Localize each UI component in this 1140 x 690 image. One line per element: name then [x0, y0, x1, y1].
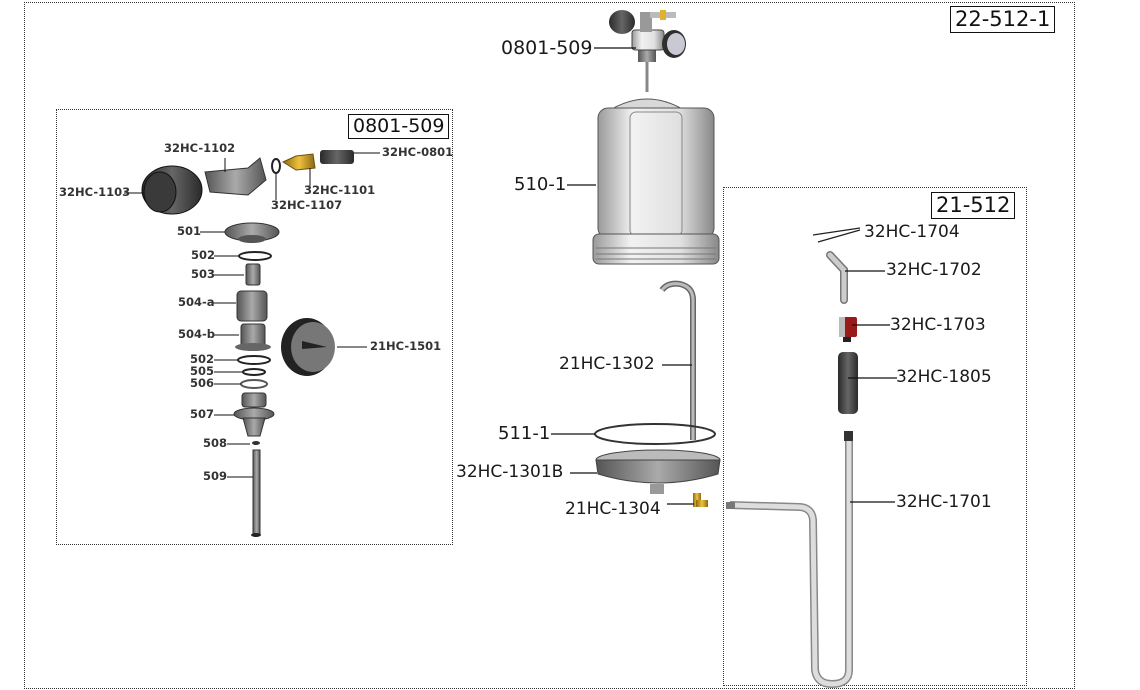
part-label-510-1: 510-1	[514, 174, 567, 195]
part-label-32HC-1107: 32HC-1107	[271, 198, 343, 212]
outer-frame	[24, 2, 1075, 689]
part-label-32HC-1102: 32HC-1102	[164, 141, 236, 155]
part-label-504-b: 504-b	[178, 327, 216, 341]
part-label-0801-509: 0801-509	[501, 37, 593, 59]
part-label-32HC-1805: 32HC-1805	[896, 367, 992, 387]
part-label-21HC-1304: 21HC-1304	[565, 499, 661, 519]
part-label-32HC-1103: 32HC-1103	[59, 185, 131, 199]
part-label-501: 501	[177, 224, 202, 238]
part-label-32HC-1702: 32HC-1702	[886, 260, 982, 280]
subassembly-0801-509-frame	[56, 109, 453, 545]
part-label-503: 503	[191, 267, 216, 281]
subassembly-id-21-512: 21-512	[931, 192, 1016, 219]
part-label-32HC-1703: 32HC-1703	[890, 315, 986, 335]
part-label-509: 509	[203, 469, 228, 483]
assembly-id-box: 22-512-1	[950, 6, 1056, 33]
part-label-508: 508	[203, 436, 228, 450]
part-label-21HC-1302: 21HC-1302	[559, 354, 655, 374]
part-label-21HC-1501: 21HC-1501	[370, 339, 442, 353]
part-label-32HC-0801: 32HC-0801	[382, 145, 454, 159]
part-label-507: 507	[190, 407, 215, 421]
subassembly-21-512-frame	[723, 187, 1027, 686]
part-label-32HC-1701: 32HC-1701	[896, 492, 992, 512]
subassembly-id-0801-509: 0801-509	[348, 114, 450, 139]
part-label-505: 505	[190, 364, 215, 378]
part-label-511-1: 511-1	[498, 423, 551, 444]
regulator-part	[609, 10, 686, 92]
part-label-504-a: 504-a	[178, 295, 215, 309]
part-label-32HC-1704: 32HC-1704	[864, 222, 960, 242]
part-label-32HC-1101: 32HC-1101	[304, 183, 376, 197]
tank-part	[592, 98, 720, 265]
part-label-502-lower: 502	[190, 352, 215, 366]
part-label-506: 506	[190, 376, 215, 390]
part-label-32HC-1301B: 32HC-1301B	[456, 462, 564, 482]
part-label-502-upper: 502	[191, 248, 216, 262]
